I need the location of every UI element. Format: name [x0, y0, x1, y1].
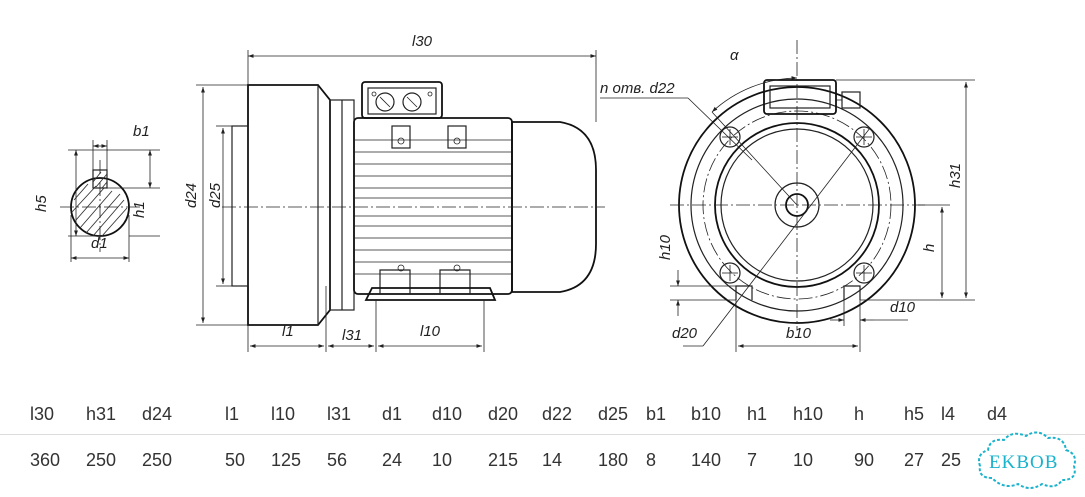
- label-d24: d24: [183, 183, 200, 208]
- label-h5: h5: [33, 195, 50, 212]
- value-cell: 7: [747, 449, 758, 470]
- value-cell: 10: [432, 449, 453, 470]
- value-cell: 27: [904, 449, 925, 470]
- header-cell: l1: [225, 396, 271, 435]
- header-cell: d20: [488, 396, 542, 435]
- label-b10: b10: [786, 325, 812, 342]
- label-b1: b1: [133, 123, 150, 140]
- value-cell: 215: [488, 449, 519, 470]
- label-l10: l10: [420, 323, 441, 340]
- label-d1: d1: [91, 235, 108, 252]
- label-h1: h1: [131, 201, 148, 218]
- value-cell: 8: [646, 449, 657, 470]
- label-h31: h31: [947, 163, 964, 188]
- header-cell: h1: [747, 396, 793, 435]
- label-alpha: α: [730, 47, 739, 64]
- header-cell: b1: [646, 396, 691, 435]
- header-cell: h31: [86, 396, 142, 435]
- table-header-row: l30 h31 d24 l1 l10 l31 d1 d10 d20 d22 d2…: [0, 396, 1085, 435]
- value-cell: 25: [941, 449, 962, 470]
- header-cell: h10: [793, 396, 854, 435]
- header-cell: h5: [904, 396, 941, 435]
- value-cell: 250: [142, 449, 173, 470]
- ekbob-logo: EKBOB: [978, 431, 1076, 489]
- label-d25: d25: [207, 182, 224, 208]
- value-cell: 56: [327, 449, 348, 470]
- header-cell: d25: [598, 396, 646, 435]
- header-cell: l4: [941, 396, 987, 435]
- value-cell: 180: [598, 449, 629, 470]
- header-cell: d10: [432, 396, 488, 435]
- header-cell: d1: [382, 396, 432, 435]
- label-holes: n отв. d22: [600, 80, 675, 97]
- value-cell: 14: [542, 449, 563, 470]
- header-cell: h: [854, 396, 904, 435]
- label-d20: d20: [672, 325, 698, 342]
- dimensions-table: l30 h31 d24 l1 l10 l31 d1 d10 d20 d22 d2…: [0, 396, 1085, 486]
- table-row: 360 250 250 50 125 56 24 10 215 14 180 8…: [0, 434, 1085, 486]
- value-cell: 250: [86, 449, 117, 470]
- label-l31: l31: [342, 327, 362, 344]
- label-l30: l30: [412, 33, 433, 50]
- value-cell: 90: [854, 449, 875, 470]
- header-cell: d22: [542, 396, 598, 435]
- header-cell: l31: [327, 396, 382, 435]
- header-cell: l30: [30, 396, 86, 435]
- label-d10: d10: [890, 299, 916, 316]
- header-cell: b10: [691, 396, 747, 435]
- header-cell: l10: [271, 396, 327, 435]
- motor-side-view: l30 d24 d25 l1 l31 l10: [183, 33, 605, 352]
- motor-front-view: d20 α n отв. d22 h10 b10 d10 h h31: [600, 40, 975, 352]
- value-cell: 10: [793, 449, 814, 470]
- value-cell: 50: [225, 449, 246, 470]
- value-cell: 360: [30, 449, 61, 470]
- motor-drawing: b1 h5 h1 d1: [33, 33, 975, 352]
- logo-text: EKBOB: [989, 452, 1058, 473]
- header-cell: d4: [987, 396, 1085, 435]
- value-cell: 125: [271, 449, 302, 470]
- shaft-section-view: b1 h5 h1 d1: [33, 123, 160, 262]
- label-h10: h10: [657, 234, 674, 260]
- value-cell: 24: [382, 449, 403, 470]
- label-h: h: [921, 244, 938, 252]
- label-l1: l1: [282, 323, 294, 340]
- header-cell: d24: [142, 396, 225, 435]
- value-cell: 140: [691, 449, 722, 470]
